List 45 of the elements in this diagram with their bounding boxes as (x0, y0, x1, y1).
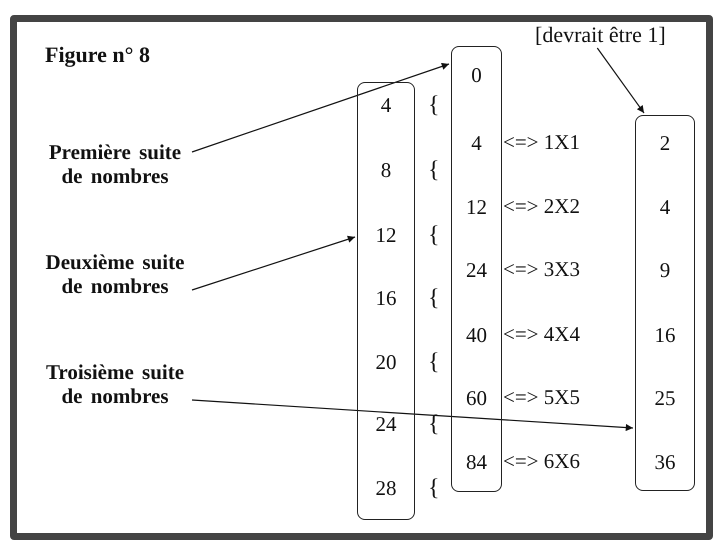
brace-symbol: { (428, 412, 440, 436)
number-column-box (635, 115, 695, 491)
number-text: 12 (374, 225, 398, 246)
equivalence-text: <=> 3X3 (503, 259, 580, 280)
series-label: Première suite de nombres (40, 140, 190, 188)
brace-symbol: { (428, 223, 440, 247)
brace-symbol: { (428, 286, 440, 310)
leader-arrow (192, 399, 634, 432)
number-column-box (451, 46, 502, 492)
number-text: 24 (374, 414, 398, 435)
brace-symbol: { (428, 476, 440, 500)
number-text: 84 (465, 452, 488, 473)
equivalence-text: <=> 6X6 (503, 451, 580, 472)
number-text: 28 (374, 478, 398, 499)
number-column-box (357, 82, 415, 520)
equivalence-text: <=> 1X1 (503, 132, 580, 153)
number-text: 40 (465, 325, 488, 346)
number-text: 2 (658, 133, 672, 154)
leader-arrow (192, 62, 450, 153)
equivalence-text: <=> 4X4 (503, 324, 580, 345)
series-label: Deuxième suite de nombres (40, 250, 190, 298)
series-label: Troisième suite de nombres (40, 360, 190, 408)
leader-arrow (192, 236, 356, 291)
note-text: [devrait être 1] (535, 22, 713, 48)
number-text: 9 (658, 260, 672, 281)
number-text: 12 (465, 197, 488, 218)
number-text: 60 (465, 388, 488, 409)
leader-arrow (596, 48, 644, 114)
equivalence-text: <=> 2X2 (503, 196, 580, 217)
figure-title: Figure n° 8 (45, 42, 150, 68)
number-text: 20 (374, 352, 398, 373)
number-text: 25 (654, 388, 676, 409)
equivalence-text: <=> 5X5 (503, 387, 580, 408)
number-text: 0 (470, 65, 483, 86)
brace-symbol: { (428, 350, 440, 374)
number-text: 24 (465, 260, 488, 281)
number-text: 16 (374, 288, 398, 309)
number-text: 4 (380, 95, 392, 116)
brace-symbol: { (428, 93, 440, 117)
number-text: 16 (654, 325, 676, 346)
number-text: 8 (380, 160, 392, 181)
number-text: 36 (654, 452, 676, 473)
number-text: 4 (470, 133, 483, 154)
number-text: 4 (658, 197, 672, 218)
brace-symbol: { (428, 158, 440, 182)
